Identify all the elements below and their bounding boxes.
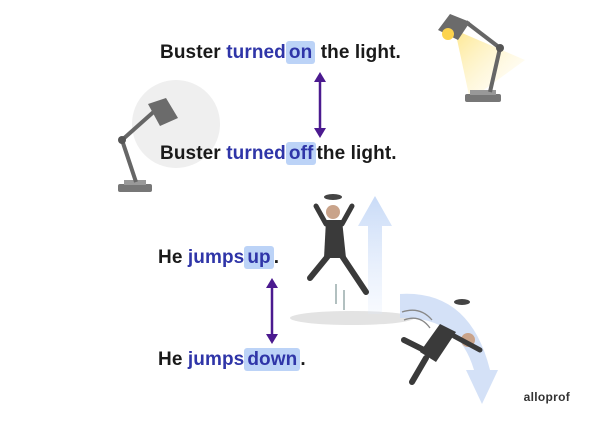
up-down-arrow [266,278,278,344]
man-jumping-up-icon [290,194,414,325]
verb: turned [226,143,286,164]
on-off-arrow [314,72,326,138]
period: . [300,349,306,370]
particle-down: down [244,348,301,371]
rest: the light. [320,42,401,63]
verb: jumps [187,247,245,268]
particle-up: up [244,246,274,269]
lamp-off-icon [118,80,220,192]
subject: Buster [160,143,221,164]
particle-on: on [285,41,316,64]
period: . [273,247,280,268]
man-falling-down-icon [400,293,498,404]
subject: He [158,247,183,268]
verb: turned [226,42,286,63]
lamp-on-icon [438,14,525,102]
particle-off: off [285,142,317,165]
brand-logo: alloprof [523,390,570,404]
subject: He [158,349,183,370]
verb: jumps [187,349,245,370]
rest: the light. [316,143,397,164]
subject: Buster [160,42,221,63]
